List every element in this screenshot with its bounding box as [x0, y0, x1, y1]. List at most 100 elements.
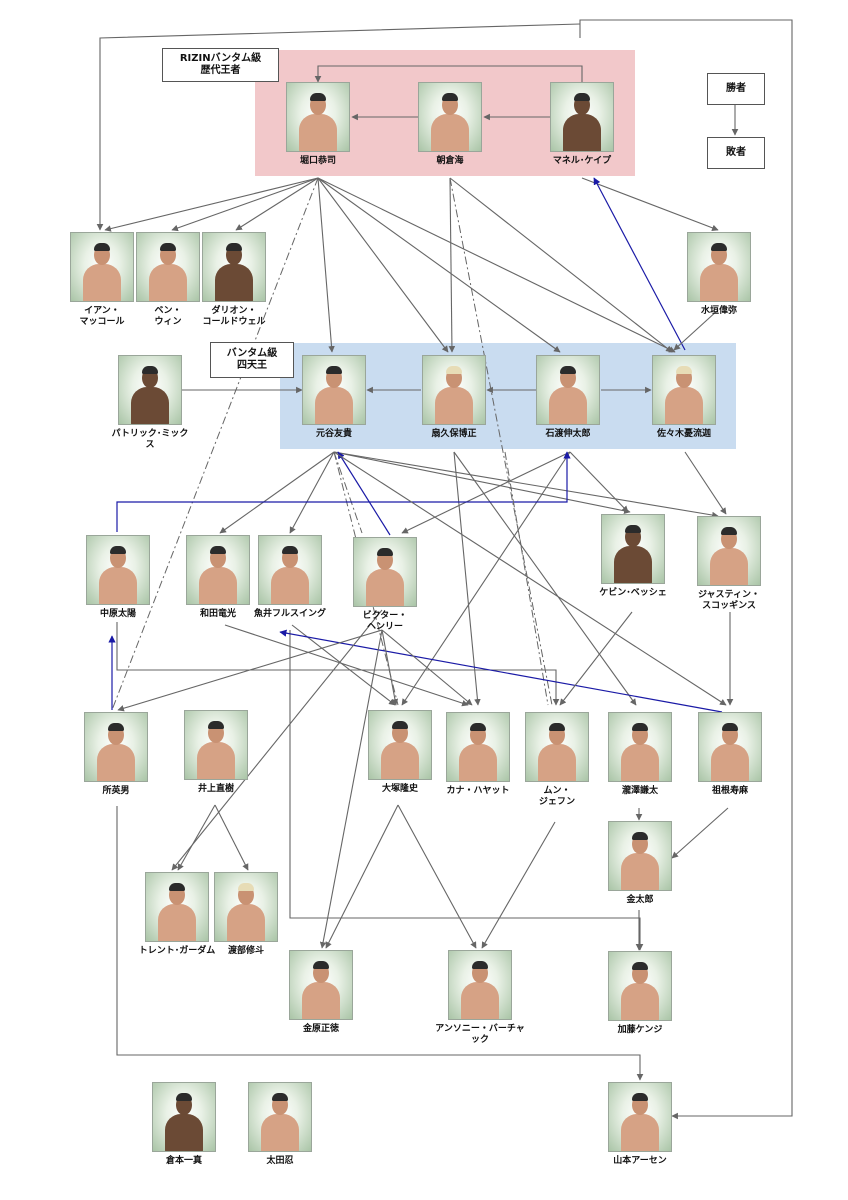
edge-nakahara-moon: [116, 622, 560, 706]
fighter-mixx: パトリック･ミックス: [110, 355, 190, 451]
edge-nakahara-ishiwata-blue: [116, 451, 571, 532]
fighter-name: 朝倉海: [436, 156, 464, 166]
fighter-name: ビクター・ ヘンリー: [362, 611, 408, 632]
fighter-photo: [84, 712, 148, 782]
fighter-name: 渡部修斗: [227, 946, 264, 956]
fighter-photo: [550, 82, 614, 152]
fighter-uoi: 魚井フルスイング: [250, 535, 330, 620]
fighter-photo: [286, 82, 350, 152]
edge-inoue-gardam: [177, 804, 216, 871]
edge-ishiwata-henry: [401, 451, 571, 534]
edge-horiguchi-motoya: [317, 177, 335, 353]
fighter-kato: 加藤ケンジ: [600, 951, 680, 1036]
edge-ishiwata-otsuka: [401, 451, 571, 706]
fighter-name: 太田忍: [266, 1156, 294, 1166]
fighter-name: ジャスティン・ スコッギンス: [697, 590, 760, 611]
fighter-name: 祖根寿麻: [711, 786, 748, 796]
fighter-inoue: 井上直樹: [176, 710, 256, 795]
fighter-name: 倉本一真: [165, 1156, 202, 1166]
fighter-name: ダリオン・ コールドウェル: [202, 306, 266, 327]
edge-moon-birchak: [481, 821, 556, 949]
fighter-photo: [118, 355, 182, 425]
fighter-nakahara: 中原太陽: [78, 535, 158, 620]
fighter-kintaro: 金太郎: [600, 821, 680, 906]
fighter-photo: [608, 951, 672, 1021]
fighter-photo: [136, 232, 200, 302]
fighter-kanehara: 金原正徳: [281, 950, 361, 1035]
fighter-yamamoto: 山本アーセン: [600, 1082, 680, 1167]
fighter-photo: [525, 712, 589, 782]
edge-sasaki-cape-blue: [593, 177, 686, 351]
fighter-name: 元谷友貴: [315, 429, 352, 439]
fighter-name: トレント･ガーダム: [138, 946, 216, 956]
edge-motoya-wada: [219, 451, 335, 534]
fighter-name: 水垣偉弥: [700, 306, 737, 316]
fighter-photo: [70, 232, 134, 302]
edge-otsuka-kanehara: [325, 804, 399, 949]
fighter-photo: [186, 535, 250, 605]
fighter-pessie: ケビン･ベッシェ: [593, 514, 673, 599]
edge-wada-hayat: [224, 624, 469, 707]
fighter-gardam: トレント･ガーダム: [137, 872, 217, 957]
fighter-photo: [145, 872, 209, 942]
fighter-photo: [418, 82, 482, 152]
fighter-name: 所英男: [102, 786, 130, 796]
fighter-photo: [152, 1082, 216, 1152]
legend-loser-box: 敗者: [707, 137, 765, 169]
fighter-photo: [86, 535, 150, 605]
edge-sone-uoi-blue: [279, 629, 723, 713]
fighter-henry: ビクター・ ヘンリー: [345, 537, 425, 633]
edge-horiguchi-ishiwata: [317, 177, 561, 353]
fighter-moon: ムン・ ジェフン: [517, 712, 597, 808]
fighter-ogikubo: 扇久保博正: [414, 355, 494, 440]
fighter-name: 山本アーセン: [613, 1156, 667, 1166]
fighter-photo: [248, 1082, 312, 1152]
edge-henry-tokoro: [117, 629, 383, 712]
fighter-photo: [302, 355, 366, 425]
fighter-name: 金太郎: [626, 895, 654, 905]
fighter-name: 瀧澤謙太: [621, 786, 658, 796]
fighter-photo: [536, 355, 600, 425]
fighter-name: パトリック･ミックス: [111, 429, 189, 450]
fighter-name: 加藤ケンジ: [617, 1025, 663, 1035]
edge-horiguchi-sasaki: [317, 177, 676, 353]
fighter-ota: 太田忍: [240, 1082, 320, 1167]
fighter-name: 堀口恭司: [299, 156, 336, 166]
fighter-photo: [184, 710, 248, 780]
edge-henry-motoya-blue: [337, 451, 391, 536]
fighter-name: ムン・ ジェフン: [538, 786, 576, 807]
fighter-asakura: 朝倉海: [410, 82, 490, 167]
fighter-photo: [448, 950, 512, 1020]
edge-henry-otsuka: [381, 629, 399, 706]
edge-motoya-scoggins: [333, 451, 719, 519]
edge-motoya-pessie: [333, 451, 631, 515]
fighter-photo: [608, 821, 672, 891]
fighter-birchak: アンソニー・バーチャック: [432, 950, 528, 1046]
big4-label: バンタム級 四天王: [210, 342, 294, 378]
edge-otsuka-birchak: [397, 804, 477, 949]
fighter-name: アンソニー・バーチャック: [435, 1024, 525, 1045]
fighter-kuramoto: 倉本一真: [144, 1082, 224, 1167]
fighter-photo: [368, 710, 432, 780]
fighter-name: 井上直樹: [197, 784, 234, 794]
fighter-name: イアン・ マッコール: [79, 306, 125, 327]
fighter-photo: [353, 537, 417, 607]
edge-pessie-moon: [559, 611, 633, 706]
edge-ogikubo-hayat: [453, 451, 481, 706]
edge-uoi-otsuka: [291, 624, 396, 706]
fighter-name: 金原正徳: [302, 1024, 339, 1034]
fighter-photo: [422, 355, 486, 425]
fighter-name: 魚井フルスイング: [253, 609, 326, 619]
legend-winner-box: 勝者: [707, 73, 765, 105]
edge-ishiwata-moon-draw: [504, 451, 549, 706]
fighter-photo: [601, 514, 665, 584]
fighter-photo: [214, 872, 278, 942]
edge-henry-hayat: [381, 629, 473, 706]
fighter-mizugaki: 水垣偉弥: [679, 232, 759, 317]
fighter-name: 佐々木憂流迦: [656, 429, 711, 439]
fighter-photo: [687, 232, 751, 302]
fighter-tokoro: 所英男: [76, 712, 156, 797]
fighter-otsuka: 大塚隆史: [360, 710, 440, 795]
fighter-name: カナ・ハヤット: [446, 786, 510, 796]
edge-horiguchi-darrion: [235, 177, 319, 231]
